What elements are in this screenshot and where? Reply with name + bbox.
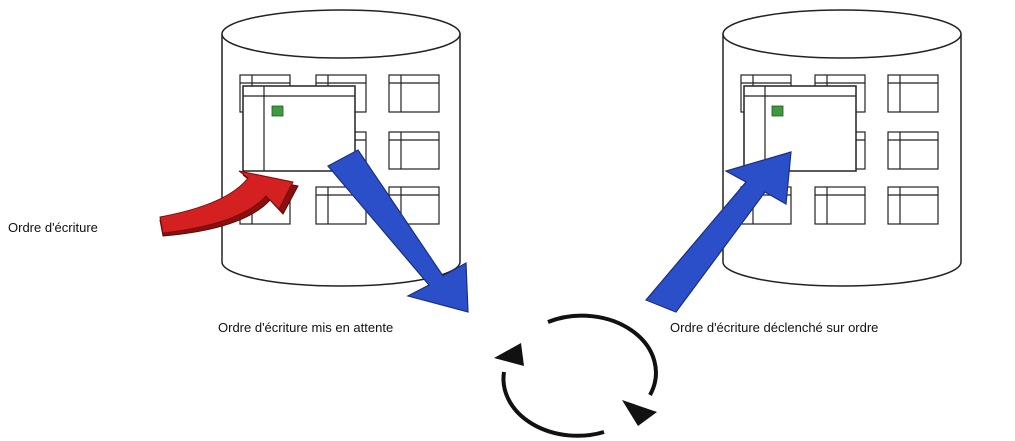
trigger-arrow bbox=[645, 151, 792, 313]
right-active-window bbox=[743, 85, 857, 172]
write-order-arrow bbox=[159, 170, 299, 237]
right-database-cylinder bbox=[722, 9, 962, 287]
left-database-cylinder bbox=[221, 9, 461, 287]
refresh-cycle-icon bbox=[494, 313, 658, 438]
triggered-write-order-label: Ordre d'écriture déclenché sur ordre bbox=[670, 320, 879, 335]
green-marker-icon bbox=[771, 105, 784, 117]
left-active-window bbox=[242, 85, 356, 172]
green-marker-icon bbox=[271, 105, 284, 117]
write-order-label: Ordre d'écriture bbox=[8, 220, 98, 235]
queued-write-order-label: Ordre d'écriture mis en attente bbox=[218, 320, 394, 335]
queue-arrow bbox=[327, 149, 469, 313]
